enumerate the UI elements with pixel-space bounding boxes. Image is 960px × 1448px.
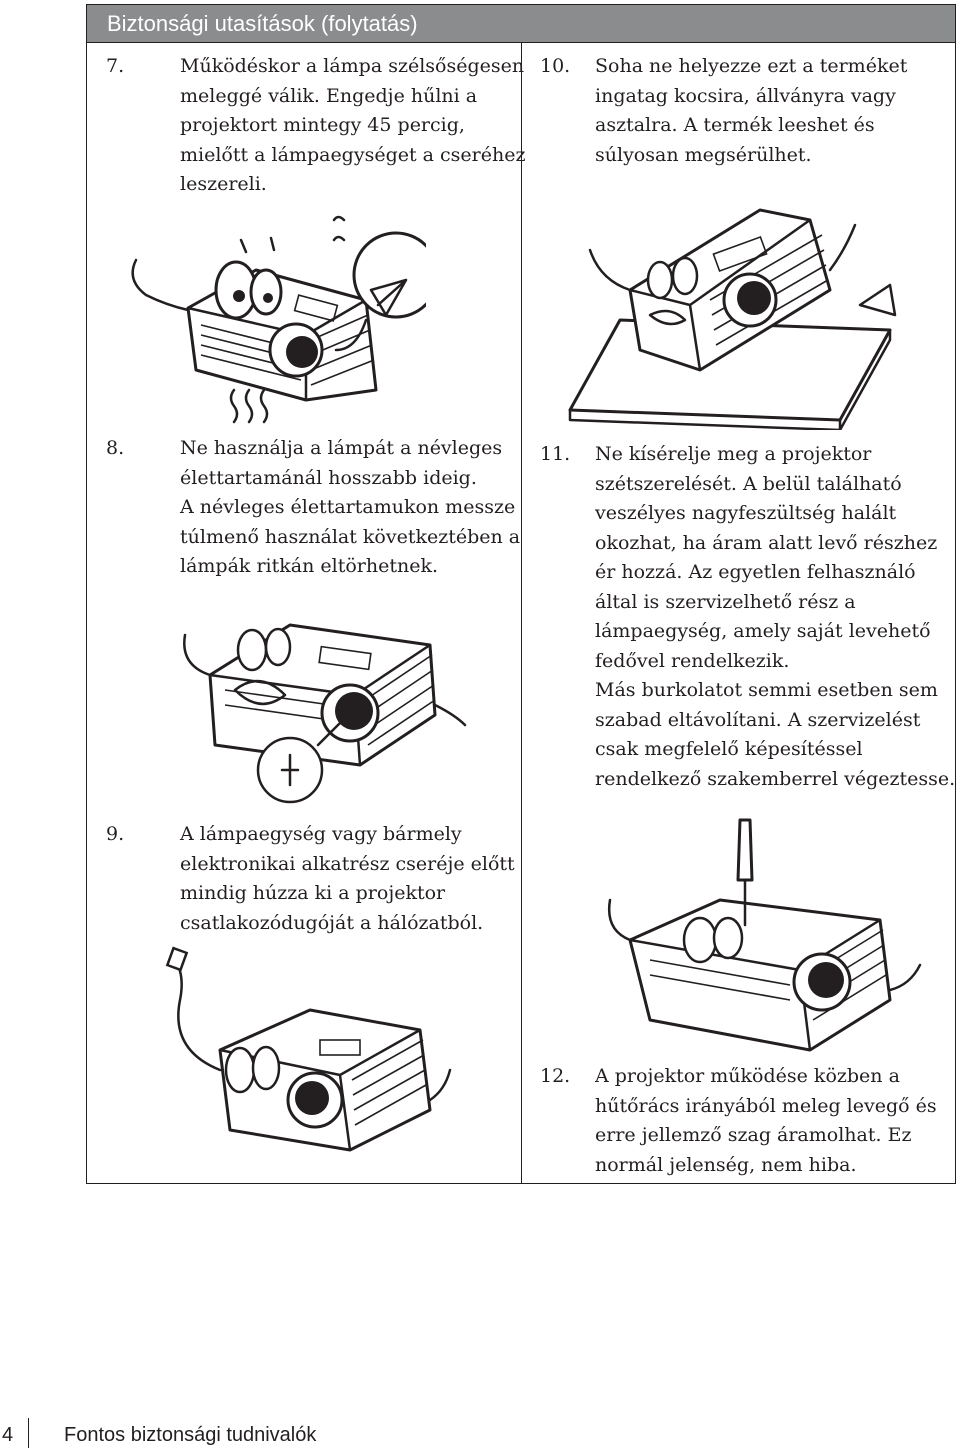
item-number: 10.: [540, 55, 571, 77]
item-line: mindig húzza ki a projektor: [180, 882, 446, 904]
item-line: Más burkolatot semmi esetben sem: [595, 679, 938, 701]
item-line: Ne kísérelje meg a projektor: [595, 443, 872, 465]
item-number: 8.: [106, 437, 125, 459]
item-line: okozhat, ha áram alatt levő részhez: [595, 531, 938, 554]
item-text: Működéskor a lámpa szélsőségesen meleggé…: [180, 52, 525, 200]
item-line: A névleges élettartamukon messze: [180, 496, 516, 518]
item-line: csatlakozódugóját a hálózatból.: [180, 911, 484, 934]
item-line: A projektor működése közben a: [595, 1065, 900, 1087]
safety-box: Biztonsági utasítások (folytatás): [86, 4, 956, 1184]
item-line: fedővel rendelkezik.: [595, 649, 790, 672]
section-header: Biztonsági utasítások (folytatás): [87, 5, 955, 43]
disassembly-illustration: [607, 818, 922, 1052]
column-divider: [521, 43, 522, 1183]
item-line: túlmenő használat következtében a: [180, 525, 521, 548]
item-line: súlyosan megsérülhet.: [595, 143, 812, 166]
item-line: ingatag kocsira, állványra vagy: [595, 84, 896, 107]
item-line: Soha ne helyezze ezt a terméket: [595, 55, 908, 77]
item-line: A lámpaegység vagy bármely: [180, 823, 462, 845]
item-line: csak megfelelő képesítéssel: [595, 738, 863, 760]
unplugged-projector-illustration: [165, 946, 452, 1152]
item-number: 7.: [106, 55, 125, 77]
item-line: meleggé válik. Engedje hűlni a: [180, 84, 478, 107]
item-line: rendelkező szakemberrel végeztesse.: [595, 767, 956, 790]
item-line: veszélyes nagyfeszültség halált: [595, 502, 897, 524]
page-number: 4: [2, 1424, 14, 1446]
item-line: leszereli.: [180, 173, 267, 195]
item-line: ér hozzá. Az egyetlen felhasználó: [595, 561, 916, 583]
footer-divider: [28, 1418, 29, 1448]
item-line: által is szervizelhető rész a: [595, 590, 856, 613]
item-text: Soha ne helyezze ezt a terméket ingatag …: [595, 52, 907, 170]
item-line: szétszerelését. A belül található: [595, 472, 902, 495]
section-title: Biztonsági utasítások (folytatás): [107, 11, 418, 36]
item-line: hűtőrács irányából meleg levegő és: [595, 1094, 937, 1117]
item-text: A projektor működése közben a hűtőrács i…: [595, 1062, 937, 1180]
item-line: erre jellemző szag áramolhat. Ez: [595, 1124, 912, 1146]
broken-lamp-illustration: [183, 623, 467, 804]
item-number: 11.: [540, 443, 571, 465]
item-line: elektronikai alkatrész cseréje előtt: [180, 852, 515, 875]
item-line: Ne használja a lámpát a névleges: [180, 437, 503, 459]
item-line: élettartamánál hosszabb ideig.: [180, 466, 477, 489]
item-number: 9.: [106, 823, 125, 845]
item-line: asztalra. A termék leeshet és: [595, 114, 875, 136]
item-line: normál jelenség, nem hiba.: [595, 1153, 857, 1176]
item-line: szabad eltávolítani. A szervizelést: [595, 708, 921, 731]
item-line: lámpák ritkán eltörhetnek.: [180, 555, 439, 577]
falling-projector-illustration: [568, 208, 897, 430]
item-text: Ne kísérelje meg a projektor szétszerelé…: [595, 440, 955, 794]
item-text: A lámpaegység vagy bármely elektronikai …: [180, 820, 515, 938]
item-line: mielőtt a lámpaegységet a cseréhez: [180, 143, 526, 166]
footer-section-title: Fontos biztonsági tudnivalók: [64, 1424, 317, 1446]
item-text: Ne használja a lámpát a névleges élettar…: [180, 434, 520, 582]
item-line: Működéskor a lámpa szélsőségesen: [180, 55, 525, 77]
item-number: 12.: [540, 1065, 571, 1087]
item-line: lámpaegység, amely saját levehető: [595, 620, 931, 642]
item-line: projektort mintegy 45 percig,: [180, 114, 465, 136]
hot-projector-illustration: [131, 215, 426, 424]
